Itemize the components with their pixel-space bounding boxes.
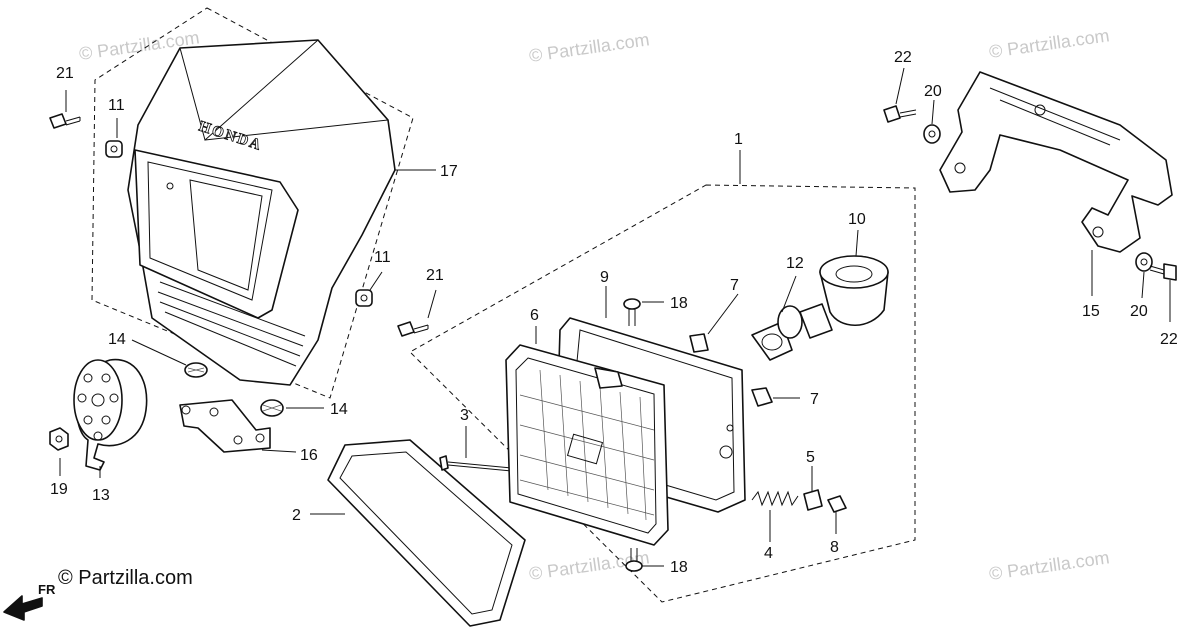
callout-3: 3 — [460, 407, 469, 424]
callout-14-lower: 14 — [330, 401, 348, 418]
headlight-seal-rim — [327, 439, 526, 627]
watermark-2: © Partzilla.com — [528, 29, 651, 66]
headlight-cowl: HONDA — [127, 39, 396, 386]
callout-2: 2 — [292, 507, 301, 524]
clip-nut-7-upper — [689, 333, 709, 353]
headlight-unit — [505, 344, 669, 546]
callout-14-upper: 14 — [108, 331, 126, 348]
callout-4: 4 — [764, 545, 773, 562]
callout-15: 15 — [1082, 303, 1100, 320]
spring — [751, 490, 799, 507]
screw-18-upper — [623, 298, 641, 326]
callout-17: 17 — [440, 163, 458, 180]
washer-20-upper — [923, 124, 941, 144]
leader-lines — [59, 67, 1171, 567]
callout-19: 19 — [50, 481, 68, 498]
callout-10: 10 — [848, 211, 866, 228]
watermark-5: © Partzilla.com — [988, 547, 1111, 584]
horn — [73, 358, 148, 471]
headlight-bulb — [751, 303, 833, 361]
clip-nut-7-lower — [751, 387, 773, 407]
front-direction-label: FR — [38, 582, 56, 597]
watermark-3: © Partzilla.com — [988, 25, 1111, 62]
callout-12: 12 — [786, 255, 804, 272]
callout-16: 16 — [300, 447, 318, 464]
bolt-21-left — [49, 113, 81, 129]
callout-21-right: 21 — [426, 267, 444, 284]
headlight-assembly-outline — [409, 184, 916, 603]
callout-13: 13 — [92, 487, 110, 504]
callout-22-upper: 22 — [894, 49, 912, 66]
callout-21-left: 21 — [56, 65, 74, 82]
callout-11-left: 11 — [108, 97, 125, 114]
copyright-text: © Partzilla.com — [58, 567, 193, 589]
bolt-22-lower — [1149, 263, 1177, 281]
callout-20-lower: 20 — [1130, 303, 1148, 320]
front-direction-arrow-icon: FR — [3, 582, 56, 621]
callout-18-upper: 18 — [670, 295, 688, 312]
callout-7-upper: 7 — [730, 277, 739, 294]
adjusting-screw — [439, 455, 513, 472]
callout-6: 6 — [530, 307, 539, 324]
callout-8: 8 — [830, 539, 839, 556]
callout-18-lower: 18 — [670, 559, 688, 576]
callout-11-right: 11 — [374, 249, 391, 266]
bolt-22-upper — [883, 105, 917, 123]
bolt-21-right — [397, 321, 429, 337]
screw-18-lower — [625, 548, 643, 572]
nut-19 — [49, 427, 69, 451]
grommet-nut-11-right — [355, 289, 373, 307]
headlight-stay — [939, 71, 1173, 253]
washer-20-lower — [1135, 252, 1153, 272]
callout-labels: 21 11 17 11 21 14 14 16 19 13 2 3 1 6 9 … — [50, 49, 1178, 576]
clip-5 — [803, 489, 823, 511]
grommet-14-lower — [260, 399, 284, 417]
callout-1: 1 — [734, 131, 743, 148]
grommet-14-upper — [184, 362, 208, 378]
grommet-nut-11-left — [105, 140, 123, 158]
callout-20-upper: 20 — [924, 83, 942, 100]
socket-cover — [819, 255, 889, 326]
callout-7-lower: 7 — [810, 391, 819, 408]
horn-bracket — [179, 399, 271, 453]
callout-5: 5 — [806, 449, 815, 466]
nut-8 — [827, 495, 847, 513]
callout-22-lower: 22 — [1160, 331, 1178, 348]
callout-9: 9 — [600, 269, 609, 286]
